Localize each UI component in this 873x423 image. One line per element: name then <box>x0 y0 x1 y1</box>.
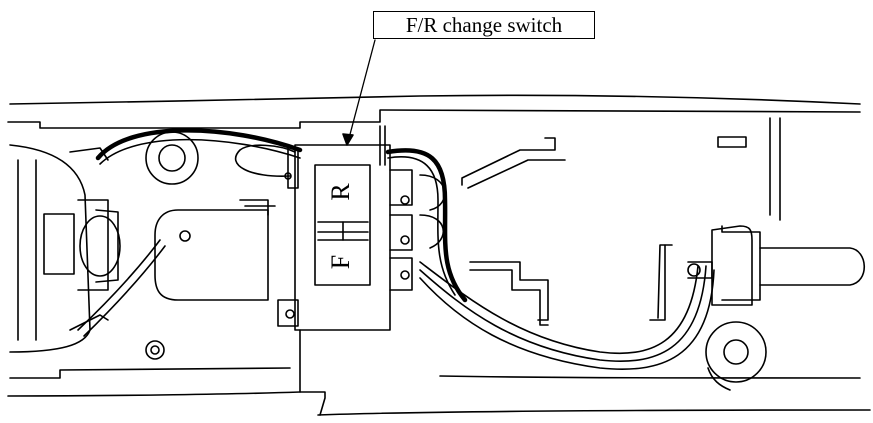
wires <box>77 128 715 371</box>
fr-change-switch-label: F/R change switch <box>373 11 595 39</box>
mounting-boss-lower-left <box>145 340 165 360</box>
fr-change-switch: R F <box>277 144 413 331</box>
callout-arrowhead <box>342 133 354 146</box>
mounting-boss-lower-right <box>705 321 767 391</box>
switch-letter-f: F <box>326 255 355 269</box>
capacitor-body <box>154 199 276 301</box>
trigger-actuator <box>687 225 865 306</box>
switch-letter-r: R <box>326 183 355 201</box>
callout-leader-line <box>347 39 376 143</box>
housing-outline <box>7 94 871 416</box>
motor <box>9 144 121 353</box>
panel-traces <box>461 137 673 326</box>
